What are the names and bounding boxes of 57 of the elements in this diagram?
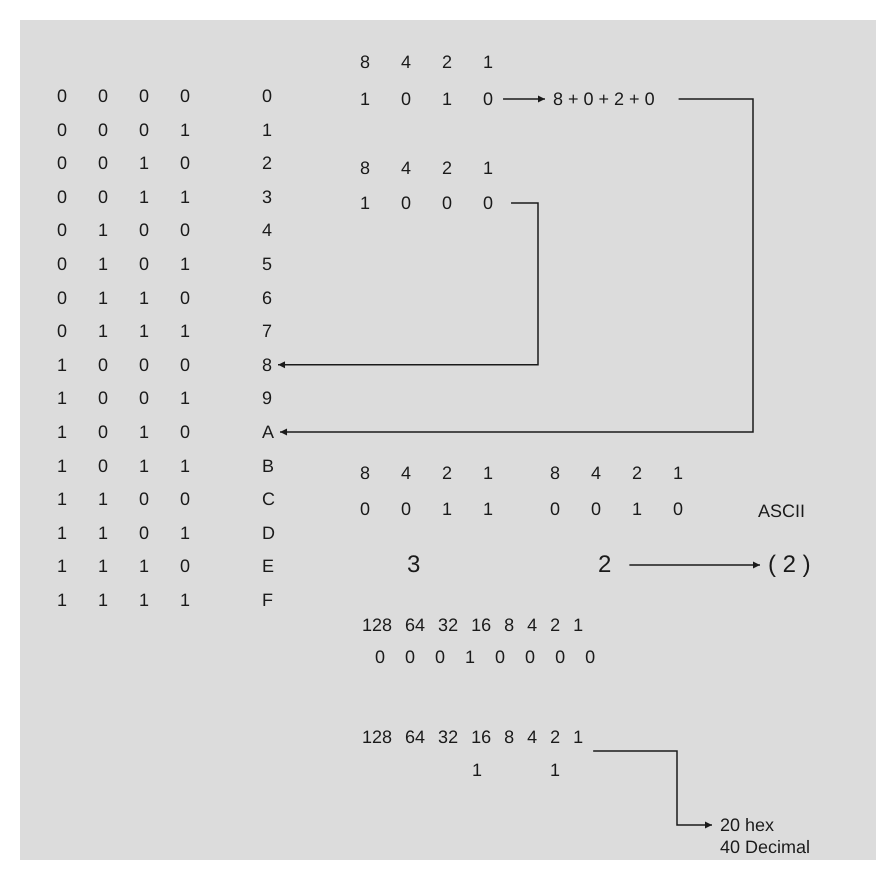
arrow <box>280 98 754 436</box>
hex-digit: 6 <box>262 286 272 309</box>
place-values: 8 4 2 1 <box>550 462 684 484</box>
binary-digits: 0 0 1 1 <box>360 498 494 520</box>
place-values: 128 64 32 16 8 4 2 1 <box>362 614 584 636</box>
result-text: 20 hex <box>720 814 776 836</box>
decimal-digit: 2 <box>598 551 612 579</box>
hex-digit: 7 <box>262 320 272 342</box>
hex-digit: 1 <box>262 118 272 141</box>
hex-digit: A <box>262 421 274 443</box>
decimal-digit: 3 <box>407 551 420 579</box>
binary-digits: 1 0 1 0 <box>57 421 190 443</box>
sum-expression: 8 + 0 + 2 + 0 <box>553 88 655 110</box>
arrow <box>593 750 712 828</box>
binary-digits: 1 0 1 1 <box>57 454 190 477</box>
binary-digits: 0 0 0 1 0 0 0 0 <box>375 646 596 668</box>
hex-digit: 8 <box>262 354 272 376</box>
binary-digits: 1 0 0 0 <box>360 192 494 214</box>
binary-digit: 1 <box>472 759 482 781</box>
binary-digits: 0 0 1 0 <box>57 152 190 174</box>
hex-digit: F <box>262 589 273 611</box>
arrow <box>629 562 760 568</box>
binary-digits: 0 0 0 0 <box>57 85 190 107</box>
hex-digit: D <box>262 522 275 544</box>
arrow <box>503 96 545 102</box>
hex-digit: B <box>262 454 274 477</box>
place-values: 8 4 2 1 <box>360 51 494 73</box>
hex-digit: 9 <box>262 387 272 410</box>
binary-digits: 0 1 1 0 <box>57 286 190 309</box>
binary-digits: 1 1 1 1 <box>57 589 190 611</box>
ascii-heading: ASCII <box>758 500 806 522</box>
binary-digits: 0 0 0 1 <box>57 118 190 141</box>
place-values: 128 64 32 16 8 4 2 1 <box>362 726 584 748</box>
binary-digits: 1 0 0 0 <box>57 354 190 376</box>
hex-digit: C <box>262 488 275 510</box>
hex-digit: 0 <box>262 85 272 107</box>
hex-digit: E <box>262 555 274 578</box>
binary-digits: 0 1 0 0 <box>57 219 190 242</box>
binary-digits: 1 1 1 0 <box>57 555 190 578</box>
binary-digits: 0 0 1 1 <box>57 186 190 208</box>
result-text: 40 Decimal <box>720 836 810 858</box>
place-values: 8 4 2 1 <box>360 462 494 484</box>
binary-digit: 1 <box>550 759 560 781</box>
hex-digit: 5 <box>262 253 272 275</box>
binary-digits: 0 0 1 0 <box>550 498 684 520</box>
arrow <box>278 202 539 368</box>
binary-digits: 1 0 1 0 <box>360 88 494 110</box>
ascii-character: ( 2 ) <box>768 551 811 579</box>
hex-digit: 3 <box>262 186 272 208</box>
place-values: 8 4 2 1 <box>360 157 494 179</box>
binary-digits: 0 1 1 1 <box>57 320 190 342</box>
binary-digits: 1 1 0 1 <box>57 522 190 544</box>
binary-digits: 1 1 0 0 <box>57 488 190 510</box>
hex-digit: 2 <box>262 152 272 174</box>
binary-digits: 0 1 0 1 <box>57 253 190 275</box>
hex-digit: 4 <box>262 219 272 242</box>
binary-digits: 1 0 0 1 <box>57 387 190 410</box>
